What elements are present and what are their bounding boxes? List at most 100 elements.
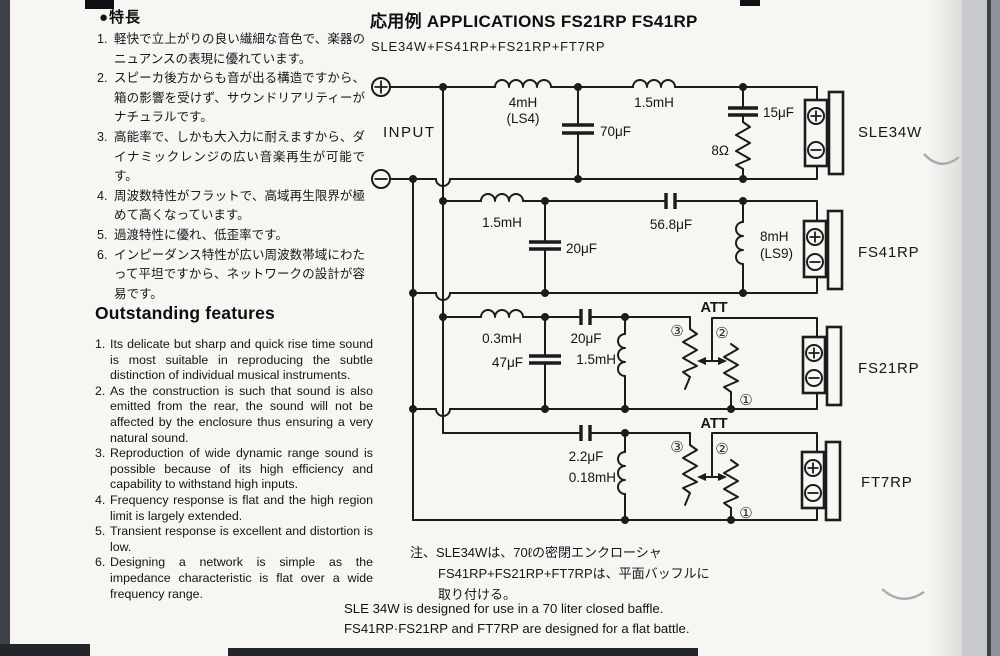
item-number: 3.	[95, 446, 106, 461]
scan-artifact	[228, 648, 698, 656]
inductor-label: 8mH	[760, 229, 789, 244]
minus-terminal-icon	[806, 253, 824, 271]
item-text: Transient response is excellent and dist…	[110, 524, 373, 554]
attenuator-fs21rp: ATT ③ ② ①	[670, 300, 818, 410]
att-series-resistor	[682, 432, 698, 506]
item-number: 4.	[97, 188, 108, 203]
page-background	[10, 0, 962, 656]
item-text: As the construction is such that sound i…	[110, 383, 373, 445]
item-number: 5.	[95, 524, 106, 539]
speaker-sle34w	[803, 90, 845, 176]
att-label: ATT	[700, 416, 727, 432]
inductor-label: 0.18mH	[569, 470, 616, 485]
inductor-label: 1.5mH	[576, 352, 616, 367]
page-curl-mark	[881, 588, 925, 600]
feature-jp-item: 1. 軽快で立上がりの良い繊細な音色で、楽器のニュアンスの表現に優れています。	[97, 30, 365, 69]
feature-jp-item: 6. インピーダンス特性が広い周波数帯域にわたって平坦ですから、ネットワークの設計…	[97, 246, 365, 305]
capacitor-label: 70μF	[600, 124, 631, 139]
att-shunt-resistor	[723, 459, 739, 521]
inductor-label: 1.5mH	[634, 95, 674, 110]
item-text: Its delicate but sharp and quick rise ti…	[110, 337, 373, 383]
note-jp-line: 注、SLE34Wは、70ℓの密閉エンクローシャ	[410, 545, 662, 560]
wiper-arrow-left	[697, 357, 706, 365]
minus-terminal-icon	[371, 169, 391, 189]
item-text: インピーダンス特性が広い周波数帯域にわたって平坦ですから、ネットワークの設計が容…	[114, 247, 365, 301]
capacitor-label: 20μF	[566, 241, 597, 256]
minus-terminal-icon	[805, 369, 823, 387]
inductor-sublabel: (LS9)	[760, 246, 793, 261]
capacitor-plates	[579, 425, 592, 441]
scan-artifact	[991, 0, 1000, 656]
item-text: Reproduction of wide dynamic range sound…	[110, 446, 373, 492]
feature-en-item: 4.Frequency response is flat and the hig…	[95, 493, 373, 524]
item-number: 3.	[97, 129, 108, 144]
inductor-label: 0.3mH	[482, 331, 522, 346]
system-combination-label: SLE34W+FS41RP+FS21RP+FT7RP	[371, 39, 606, 54]
note-jp-line: FS41RP+FS21RP+FT7RPは、平面バッフルに	[438, 566, 710, 581]
bus-wires	[389, 86, 444, 521]
plus-terminal-icon	[806, 228, 824, 246]
network-sle34w: 4mH (LS4) 70μF 1.5mH 15μF 8Ω SLE34W	[389, 79, 921, 187]
capacitor-label: 2.2μF	[569, 449, 604, 464]
terminal-number: ①	[739, 504, 752, 522]
note-jp: 注、SLE34Wは、70ℓの密閉エンクローシャ FS41RP+FS21RP+FT…	[410, 542, 710, 605]
minus-terminal-icon	[807, 141, 825, 159]
wiper-arrow-right	[718, 357, 727, 365]
item-number: 5.	[97, 227, 108, 242]
wiring	[412, 432, 818, 521]
item-number: 6.	[97, 247, 108, 262]
inductor-label: 1.5mH	[482, 215, 522, 230]
wire-hop	[435, 408, 451, 417]
note-en-line: FS41RP·FS21RP and FT7RP are designed for…	[344, 620, 690, 636]
att-label: ATT	[700, 300, 727, 316]
capacitor-label: 56.8μF	[650, 217, 692, 232]
feature-jp-item: 2. スピーカ後方からも音が出る構造ですから、箱の影響を受けず、サウンドリアリティ…	[97, 69, 365, 128]
feature-en-item: 6. Designing a network is simple as the i…	[95, 555, 373, 602]
wire-hop	[435, 178, 451, 187]
item-number: 2.	[97, 71, 108, 86]
terminal-number: ②	[715, 440, 728, 458]
plus-terminal-icon	[807, 107, 825, 125]
wiper-arrow-right	[718, 473, 727, 481]
plus-terminal-icon	[371, 77, 391, 97]
speaker-feed-wire	[711, 432, 818, 478]
att-series-resistor	[682, 316, 698, 390]
speaker-feed-wire	[711, 317, 818, 362]
item-number: 2.	[95, 383, 106, 398]
scan-artifact	[85, 0, 114, 9]
item-number: 6.	[95, 555, 106, 570]
item-number: 1.	[95, 337, 106, 351]
capacitor-plates	[529, 193, 677, 251]
inductor-sublabel: (LS4)	[506, 111, 539, 126]
terminal-number: ①	[739, 391, 752, 409]
note-en-line: SLE 34W is designed for use in a 70 lite…	[344, 601, 664, 616]
speaker-ft7rp	[800, 440, 842, 522]
item-text: スピーカ後方からも音が出る構造ですから、箱の影響を受けず、サウンドリアリティーが…	[114, 71, 365, 125]
feature-en-item: 1. Its delicate but sharp and quick rise …	[95, 337, 373, 384]
item-number: 1.	[97, 32, 108, 46]
network-fs41rp: 1.5mH 20μF 56.8μF 8mH (LS9) FS41RP	[412, 193, 920, 301]
feature-en-item: 2. As the construction is such that sound…	[95, 384, 373, 446]
item-text: 軽快で立上がりの良い繊細な音色で、楽器のニュアンスの表現に優れています。	[114, 32, 365, 66]
item-text: Designing a network is simple as the imp…	[110, 555, 373, 601]
scan-artifact	[987, 0, 991, 656]
scan-artifact	[740, 0, 760, 6]
applications-title: 応用例 APPLICATIONS FS21RP FS41RP	[370, 12, 698, 31]
speaker-label: FS41RP	[858, 244, 920, 261]
feature-jp-item: 5. 過渡特性に優れ、低歪率です。	[97, 226, 365, 246]
minus-terminal-icon	[804, 484, 822, 502]
inductor-coils	[494, 79, 676, 88]
features-jp-list: 1. 軽快で立上がりの良い繊細な音色で、楽器のニュアンスの表現に優れています。 2…	[97, 30, 365, 304]
wiring	[412, 200, 818, 294]
features-en-list: 1. Its delicate but sharp and quick rise …	[95, 337, 373, 602]
capacitor-label: 47μF	[492, 355, 523, 370]
feature-jp-item: 3.高能率で、しかも大入力に耐えますから、ダイナミックレンジの広い音楽再生が可能…	[97, 128, 365, 187]
attenuator-ft7rp: ATT ③ ② ①	[670, 416, 818, 522]
item-text: 過渡特性に優れ、低歪率です。	[114, 227, 288, 242]
inductor-coils	[480, 309, 626, 377]
capacitor-plates	[529, 309, 592, 365]
wire-hop	[435, 292, 451, 301]
terminal-number: ③	[670, 322, 683, 340]
